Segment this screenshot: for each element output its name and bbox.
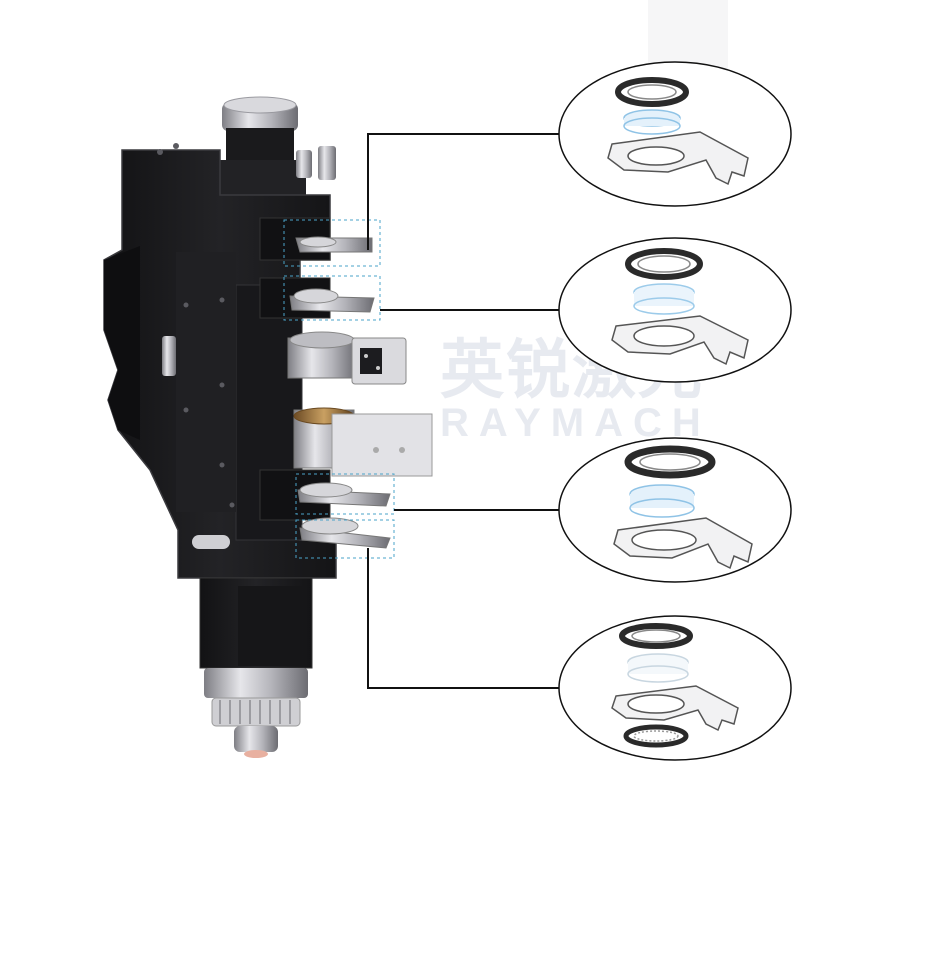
seal-ring-icon (625, 248, 703, 280)
head-nameplate (192, 535, 230, 549)
nozzle-assembly (199, 577, 313, 758)
focus-module (293, 407, 433, 477)
highlight-box-2 (283, 275, 381, 321)
watermark-en: RAYMACH (440, 401, 711, 445)
drawer-3 (297, 482, 391, 507)
drawer-2 (289, 288, 375, 313)
lens-icon (627, 653, 689, 683)
callout-protective-window-top (558, 61, 792, 207)
callout-protective-window-upper (558, 237, 792, 383)
highlight-box-1 (283, 219, 381, 267)
fiber-connector (214, 96, 306, 198)
callout-protective-window-bottom (558, 615, 792, 761)
highlight-box-3 (295, 473, 395, 515)
callout-lines (367, 133, 560, 689)
collimator-module (287, 331, 407, 385)
callout-protective-window-lower (558, 437, 792, 583)
drawer-4 (299, 517, 391, 549)
highlight-box-4 (295, 519, 395, 559)
callout-line-4 (367, 548, 560, 689)
body-screws (157, 143, 235, 508)
drawer-icon (611, 685, 739, 732)
seal-ring-bottom-icon (623, 724, 689, 748)
highlight-boxes (283, 219, 395, 559)
laser-head (103, 96, 433, 758)
lens-icon (629, 484, 695, 518)
head-side-panel (104, 246, 140, 440)
lens-icon (623, 109, 681, 135)
lens-icon (633, 283, 695, 315)
drawer-icon (607, 131, 749, 186)
drawer-icon (611, 315, 749, 366)
gas-fitting-side (162, 336, 176, 376)
seal-ring-icon (624, 445, 716, 479)
seal-ring-icon (619, 623, 693, 649)
drawer-1 (295, 236, 373, 253)
seal-ring-icon (615, 77, 689, 107)
drawer-icon (613, 517, 753, 570)
callout-line-1 (367, 133, 560, 250)
